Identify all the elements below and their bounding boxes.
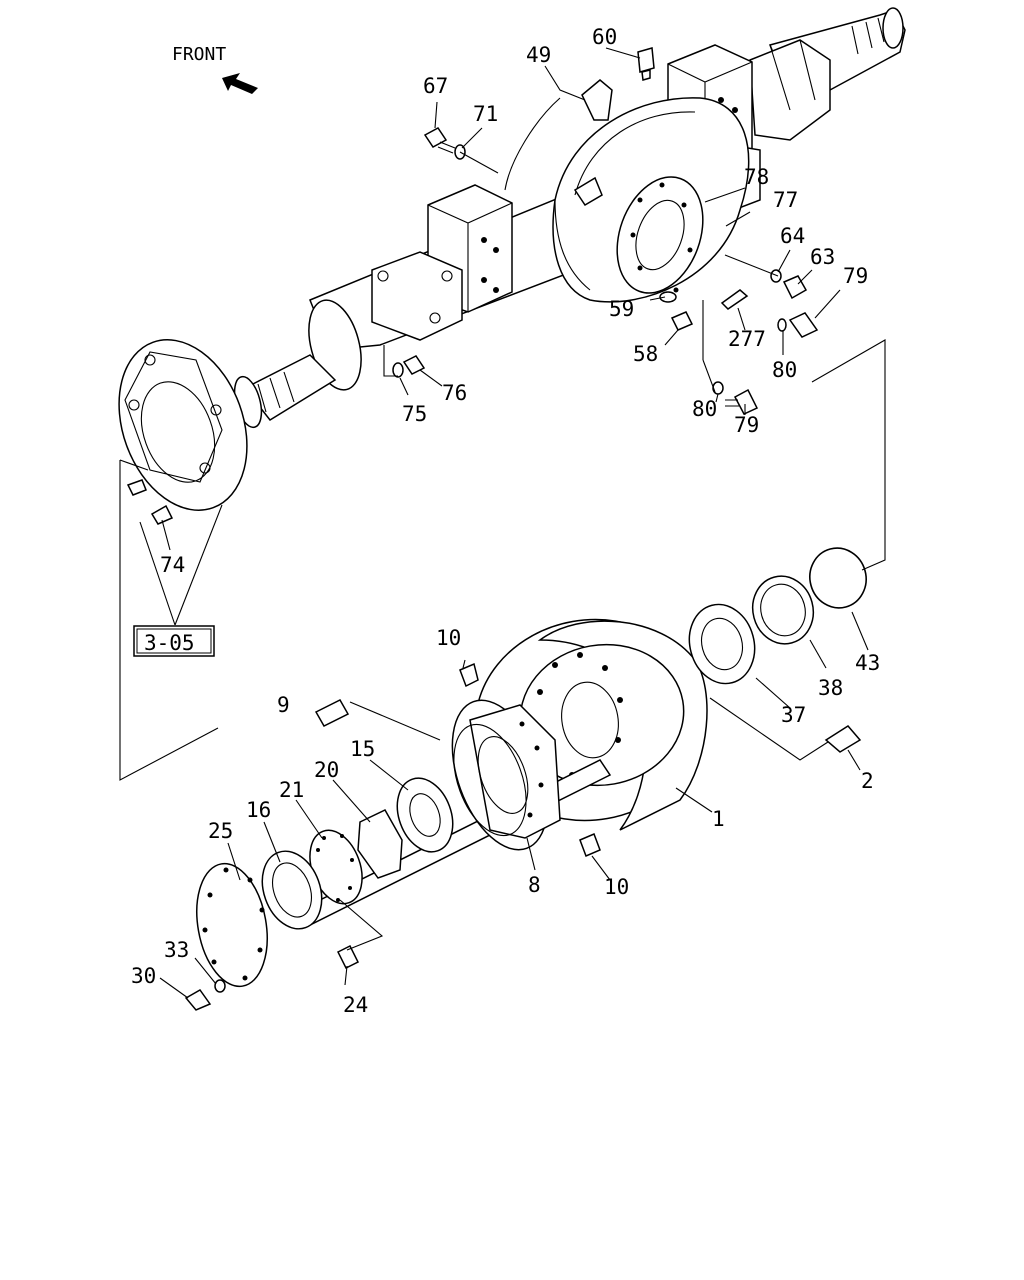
callout: 43 — [855, 651, 880, 675]
callout: 78 — [744, 165, 769, 189]
callout: 38 — [818, 676, 843, 700]
callout: 63 — [810, 245, 835, 269]
brake-backing-plate — [118, 339, 248, 511]
callout: 74 — [160, 553, 185, 577]
callout: 1 — [712, 807, 725, 831]
front-label: FRONT — [172, 44, 226, 65]
callout: 80 — [692, 397, 717, 421]
housing-fasteners — [126, 47, 819, 525]
front-arrow-icon — [222, 73, 258, 94]
callout: 79 — [734, 413, 759, 437]
callout: 49 — [526, 43, 551, 67]
callout: 67 — [423, 74, 448, 98]
callout: 10 — [604, 875, 629, 899]
callout: 77 — [773, 188, 798, 212]
front-indicator: FRONT — [172, 44, 258, 94]
callout: 59 — [609, 297, 634, 321]
callout: 79 — [843, 264, 868, 288]
callout: 75 — [402, 402, 427, 426]
axle-housing — [233, 7, 906, 429]
callout: 30 — [131, 964, 156, 988]
callout: 71 — [473, 102, 498, 126]
callout: 25 — [208, 819, 233, 843]
callouts: 60 49 67 71 78 77 64 63 79 59 277 58 80 … — [131, 25, 880, 1017]
callout: 20 — [314, 758, 339, 782]
callout: 2 — [861, 769, 874, 793]
drum-hub-assembly — [184, 547, 867, 1011]
callout: 37 — [781, 703, 806, 727]
callout: 64 — [780, 224, 805, 248]
callout: 76 — [442, 381, 467, 405]
callout: 277 — [728, 327, 766, 351]
callout: 80 — [772, 358, 797, 382]
callout: 58 — [633, 342, 658, 366]
callout: 60 — [592, 25, 617, 49]
leader-lines — [119, 47, 886, 999]
reference-box[interactable]: 3-05 — [133, 625, 215, 657]
callout: 9 — [277, 693, 290, 717]
callout: 15 — [350, 737, 375, 761]
reference-label: 3-05 — [144, 631, 195, 655]
callout: 24 — [343, 993, 368, 1017]
callout: 33 — [164, 938, 189, 962]
callout: 16 — [246, 798, 271, 822]
callout: 8 — [528, 873, 541, 897]
callout: 10 — [436, 626, 461, 650]
callout: 21 — [279, 778, 304, 802]
